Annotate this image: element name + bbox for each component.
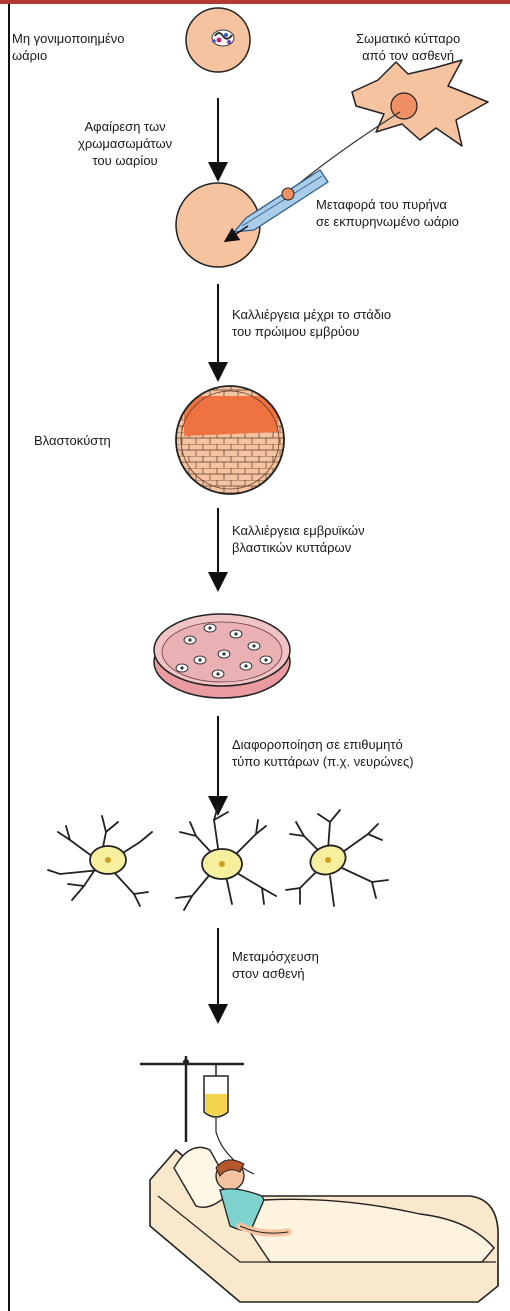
unfertilized-egg-icon	[186, 8, 250, 72]
blastocyst-icon	[170, 380, 290, 500]
label-culture-stem-cells: Καλλιέργεια εμβρυϊκών βλαστικών κυττάρων	[232, 522, 365, 556]
label-unfertilized-egg: Μη γονιμοποιημένο ωάριο	[12, 30, 124, 64]
patient-bed-icon	[150, 1147, 498, 1302]
somatic-cell-icon	[352, 60, 488, 146]
label-nuclear-transfer: Μεταφορά του πυρήνα σε εκπυρηνωμένο ωάρι…	[316, 196, 459, 230]
label-blastocyst: Βλαστοκύστη	[34, 432, 111, 449]
label-remove-chromosomes: Αφαίρεση των χρωμασωμάτων του ωαρίου	[78, 118, 172, 169]
petri-dish-icon	[154, 614, 290, 698]
label-somatic-cell: Σωματικό κύτταρο από τον ασθενή	[356, 30, 460, 64]
label-differentiation: Διαφοροποίηση σε επιθυμητό τύπο κυττάρων…	[232, 736, 414, 770]
label-culture-embryo: Καλλιέργεια μέχρι το στάδιο του πρώιμου …	[232, 306, 391, 340]
neurons-icon	[48, 806, 388, 910]
label-transplant: Μεταμόσχευση στον ασθενή	[232, 948, 319, 982]
